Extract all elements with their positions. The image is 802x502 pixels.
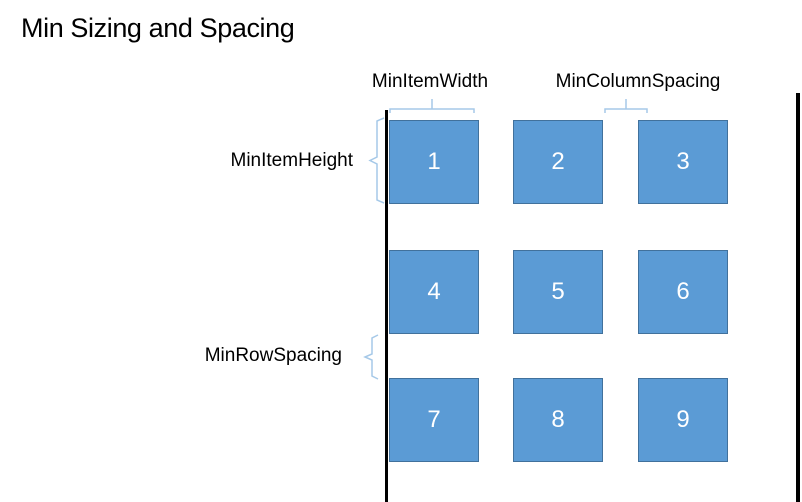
min-column-spacing-bracket-icon: [604, 99, 648, 113]
grid-item-6: 6: [638, 250, 728, 334]
label-min-column-spacing: MinColumnSpacing: [555, 71, 721, 92]
grid-item-8: 8: [513, 378, 603, 462]
grid-item-4: 4: [389, 250, 479, 334]
page-title: Min Sizing and Spacing: [21, 13, 295, 43]
min-row-spacing-brace-icon: [363, 334, 379, 380]
min-item-width-bracket-icon: [389, 99, 475, 113]
grid-item-1: 1: [389, 120, 479, 204]
grid-item-9: 9: [638, 378, 728, 462]
grid-item-5: 5: [513, 250, 603, 334]
label-min-row-spacing: MinRowSpacing: [204, 345, 342, 366]
label-min-item-width: MinItemWidth: [371, 71, 489, 92]
grid-item-2: 2: [513, 120, 603, 204]
left-boundary-line: [385, 110, 388, 502]
grid-item-3: 3: [638, 120, 728, 204]
label-min-item-height: MinItemHeight: [230, 150, 354, 171]
grid-item-7: 7: [389, 378, 479, 462]
right-boundary-line: [796, 93, 800, 502]
min-item-height-brace-icon: [368, 117, 385, 204]
